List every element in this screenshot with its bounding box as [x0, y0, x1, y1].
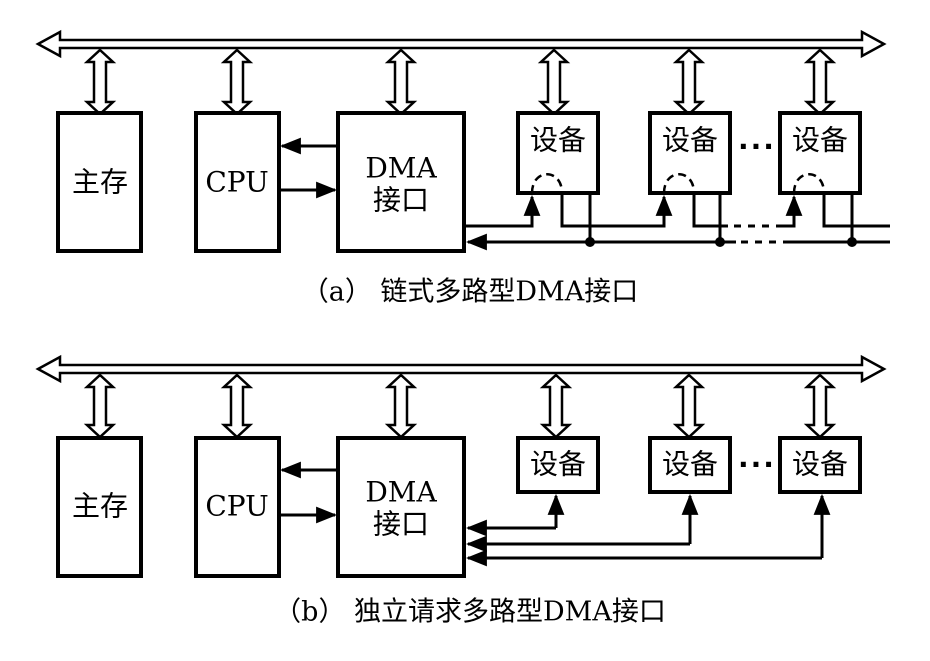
junction-dot-3-a: [847, 237, 857, 247]
bus-connector-main-memory-a: [83, 48, 117, 116]
bus-connector-device-2-a: [672, 48, 706, 116]
main-memory-label-b: 主存: [72, 490, 128, 523]
grant-chain-segment-4-a: [782, 194, 803, 228]
chain-dashed-arc-1-a: [530, 173, 564, 194]
device-box-1-b: [516, 436, 600, 494]
device-label-2-b: 设备: [662, 448, 718, 481]
device-label-1-a: 设备: [530, 124, 586, 157]
system-bus-a: [35, 29, 887, 59]
bus-connector-device-2-b: [672, 373, 706, 439]
cpu-label-a: CPU: [205, 166, 268, 199]
bus-connector-dma-b: [384, 373, 418, 439]
dma-label-line1-b: DMA: [365, 476, 437, 509]
junction-dot-2-a: [715, 237, 725, 247]
cpu-label-b: CPU: [205, 490, 268, 523]
bus-connector-device-1-a: [537, 48, 571, 116]
bus-connector-device-1-b: [539, 373, 573, 439]
bus-connector-cpu-b: [220, 373, 254, 439]
chain-dashed-arc-2-a: [662, 173, 696, 194]
junction-dot-1-a: [585, 237, 595, 247]
caption-b: （b） 独立请求多路型DMA接口: [274, 597, 666, 628]
bus-connector-device-3-a: [803, 48, 837, 116]
device-ellipsis-a: ···: [738, 130, 776, 163]
chain-dashed-arc-3-a: [792, 173, 826, 194]
device-box-2-b: [648, 436, 732, 494]
grant-chain-tail-a: [822, 193, 890, 228]
bus-connector-cpu-a: [220, 48, 254, 116]
caption-a: （a） 链式多路型DMA接口: [302, 277, 638, 308]
diagram-b: 主存 CPU DMA 接口 设备 设备 ··· 设备 （b） 独立请求多路型DM…: [35, 354, 887, 628]
bus-connector-dma-a: [384, 48, 418, 116]
device-ellipsis-b: ···: [738, 448, 776, 481]
device-label-1-b: 设备: [530, 448, 586, 481]
cpu-box-b: [194, 436, 281, 578]
dma-label-line1-a: DMA: [365, 152, 437, 185]
device-box-3-b: [778, 436, 862, 494]
dma-interface-box-a: [336, 111, 466, 253]
main-memory-box-b: [56, 436, 143, 578]
device-label-3-a: 设备: [792, 124, 848, 157]
device-label-3-b: 设备: [792, 448, 848, 481]
grant-chain-segment-3-a: [692, 193, 728, 228]
cpu-box-a: [194, 111, 281, 253]
system-bus-b: [35, 354, 887, 384]
diagram-a: 主存 CPU DMA 接口 设备 设备 ··· 设备: [35, 29, 890, 308]
dma-label-line2-a: 接口: [373, 184, 429, 217]
main-memory-label-a: 主存: [72, 166, 128, 199]
bus-connector-main-memory-b: [83, 373, 117, 439]
main-memory-box-a: [56, 111, 143, 253]
device-label-2-a: 设备: [662, 124, 718, 157]
dma-interface-box-b: [336, 436, 466, 578]
grant-chain-segment-2-a: [560, 193, 673, 228]
grant-chain-segment-1-a: [464, 194, 541, 228]
bus-connector-device-3-b: [803, 373, 837, 439]
dma-label-line2-b: 接口: [373, 508, 429, 541]
